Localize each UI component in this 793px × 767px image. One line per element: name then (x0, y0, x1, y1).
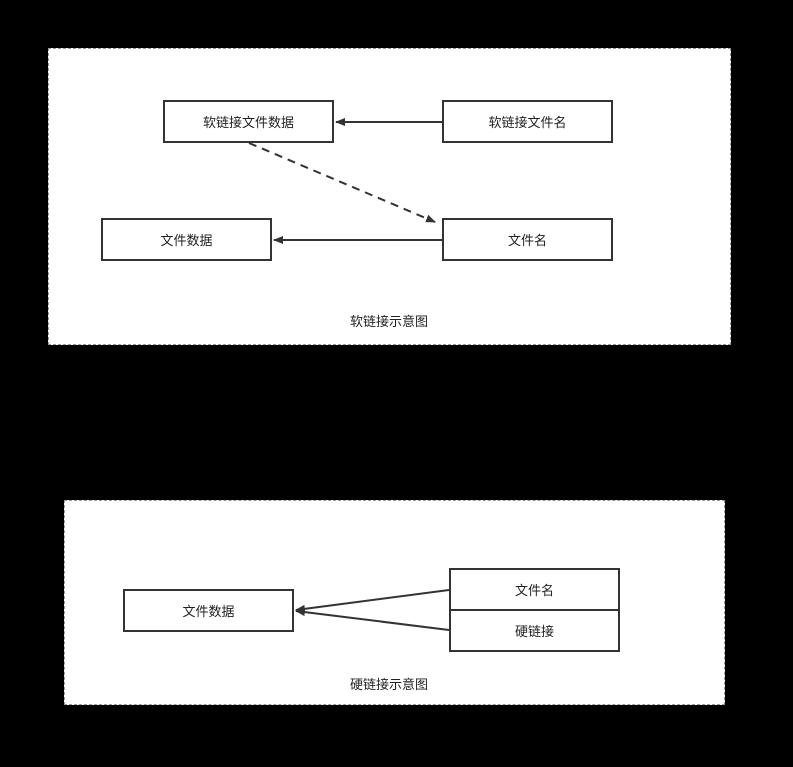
soft-file-data-box: 文件数据 (101, 218, 272, 261)
hard-file-name-box: 文件名 (449, 568, 620, 611)
soft-link-name-box: 软链接文件名 (442, 100, 613, 143)
hard-file-data-box: 文件数据 (123, 589, 294, 632)
soft-file-name-box: 文件名 (442, 218, 613, 261)
soft-link-data-box: 软链接文件数据 (163, 100, 334, 143)
hard-link-caption: 硬链接示意图 (349, 678, 428, 693)
soft-link-panel (48, 48, 731, 345)
hard-link-box: 硬链接 (449, 609, 620, 652)
soft-link-caption: 软链接示意图 (349, 315, 428, 330)
